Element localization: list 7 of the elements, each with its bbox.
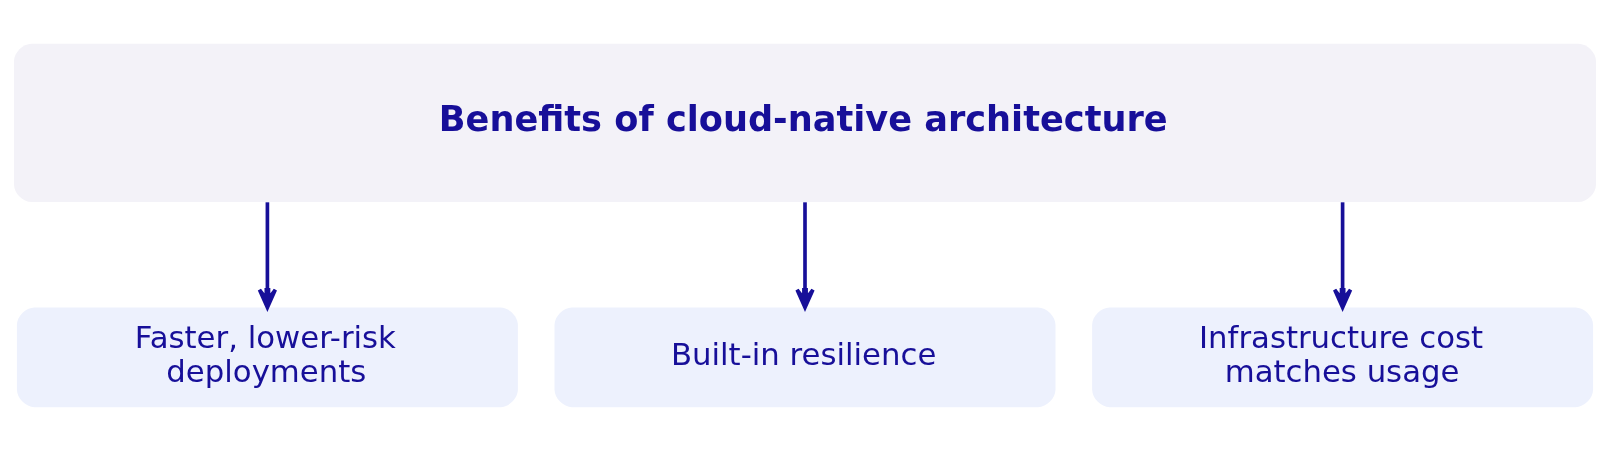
node-box: Infrastructure cost matches usage — [1092, 307, 1594, 407]
node-box: Built-in resilience — [554, 307, 1056, 407]
node-box: Faster, lower-risk deployments — [16, 307, 518, 407]
node-box: Benefits of cloud-native architecture — [14, 43, 1596, 202]
arrow — [795, 201, 815, 309]
arrow — [257, 201, 278, 309]
arrow — [1332, 201, 1353, 309]
